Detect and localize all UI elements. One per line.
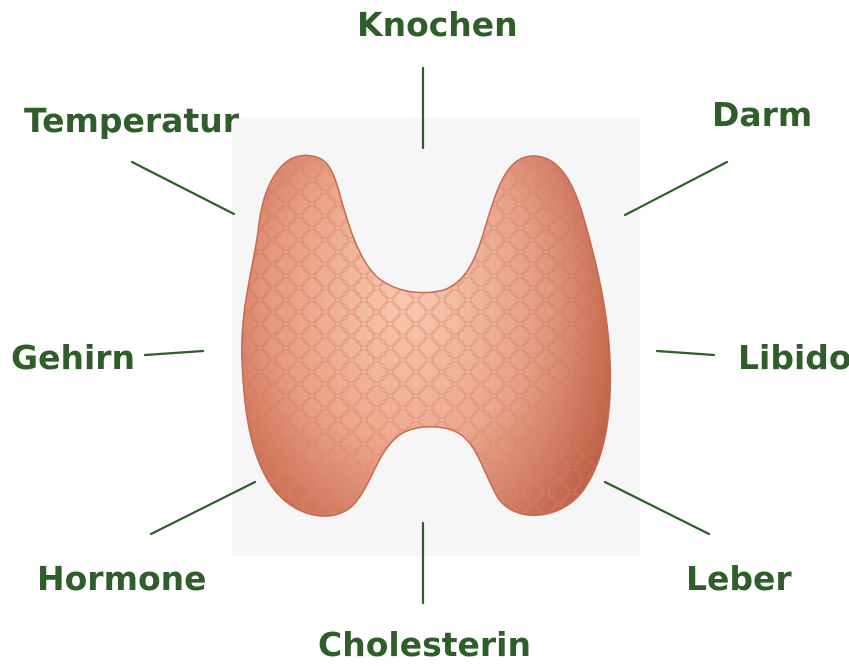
connector-gehirn: [145, 351, 203, 355]
label-temperatur: Temperatur: [24, 104, 239, 137]
label-libido: Libido: [738, 341, 849, 374]
label-leber: Leber: [686, 562, 792, 595]
label-hormone: Hormone: [37, 562, 207, 595]
connector-darm: [625, 162, 727, 215]
connector-libido: [657, 351, 714, 355]
label-cholesterin: Cholesterin: [318, 628, 531, 661]
label-gehirn: Gehirn: [11, 341, 135, 374]
label-knochen: Knochen: [357, 8, 518, 41]
label-darm: Darm: [712, 98, 812, 131]
connector-temperatur: [132, 162, 234, 214]
